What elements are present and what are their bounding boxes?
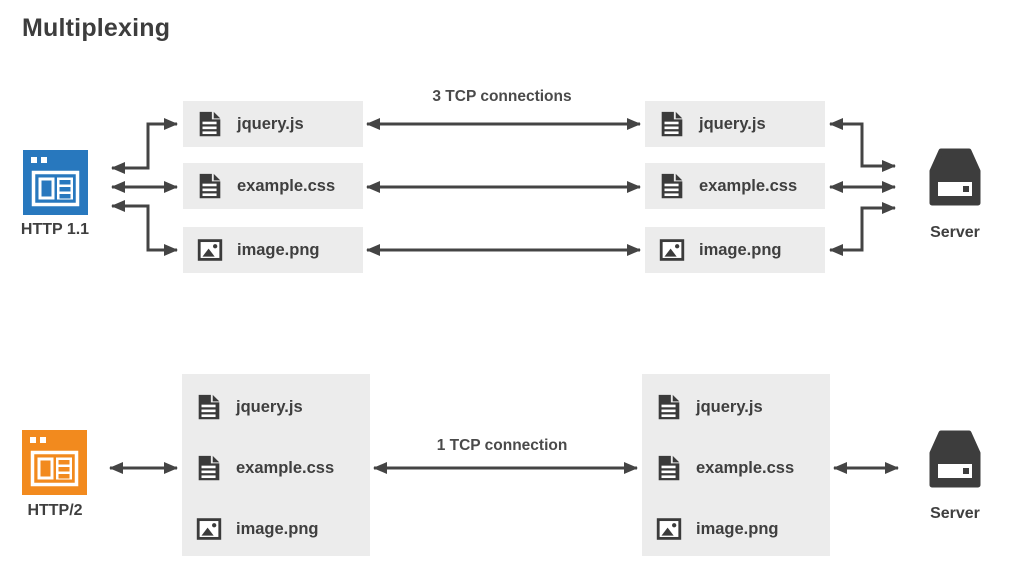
arrow-http1-image-server [829,202,896,256]
http1-server-label: Server [930,224,980,241]
file-name: image.png [237,240,320,259]
browser-window-icon [22,430,87,495]
file-image-icon [657,235,687,265]
server-icon [920,427,990,493]
file-row: example.css [654,451,830,485]
http1-client-file-box-css: example.css [183,163,363,209]
file-name: jquery.js [237,114,304,133]
file-row: image.png [194,512,370,546]
file-name: example.css [699,176,798,195]
http2-server-file-box: jquery.js example.css image.png [642,374,830,556]
file-row: jquery.js [654,390,830,424]
file-document-icon [654,392,684,422]
file-row: jquery.js [194,390,370,424]
file-name: jquery.js [699,114,766,133]
file-name: example.css [696,458,795,477]
http2-server-label: Server [930,505,980,522]
file-image-icon [654,514,684,544]
server-icon [920,145,990,211]
file-name: image.png [696,519,779,538]
browser-window-icon [23,150,88,215]
file-name: example.css [236,458,335,477]
arrow-http1-jquery-server [829,118,896,172]
http1-server-file-box-css: example.css [645,163,825,209]
arrow-http1-browser-image [111,200,178,256]
file-name: image.png [236,519,319,538]
file-document-icon [654,453,684,483]
http1-server-file-box-jquery: jquery.js [645,101,825,147]
file-name: image.png [699,240,782,259]
http1-server-file-box-image: image.png [645,227,825,273]
http1-label: HTTP 1.1 [20,221,90,238]
http2-client-file-box: jquery.js example.css image.png [182,374,370,556]
file-image-icon [195,235,225,265]
file-name: jquery.js [236,397,303,416]
file-document-icon [195,109,225,139]
file-image-icon [194,514,224,544]
page-title: Multiplexing [22,14,171,42]
file-name: jquery.js [696,397,763,416]
http2-label: HTTP/2 [27,502,83,519]
arrow-http1-browser-jquery [111,118,178,174]
file-document-icon [194,453,224,483]
http1-client-file-box-image: image.png [183,227,363,273]
file-document-icon [657,109,687,139]
file-document-icon [194,392,224,422]
http2-connection-label: 1 TCP connection [436,437,568,454]
file-row: image.png [654,512,830,546]
http1-connection-label: 3 TCP connections [432,88,572,105]
file-document-icon [195,171,225,201]
file-name: example.css [237,176,336,195]
file-row: example.css [194,451,370,485]
http1-client-file-box-jquery: jquery.js [183,101,363,147]
file-document-icon [657,171,687,201]
